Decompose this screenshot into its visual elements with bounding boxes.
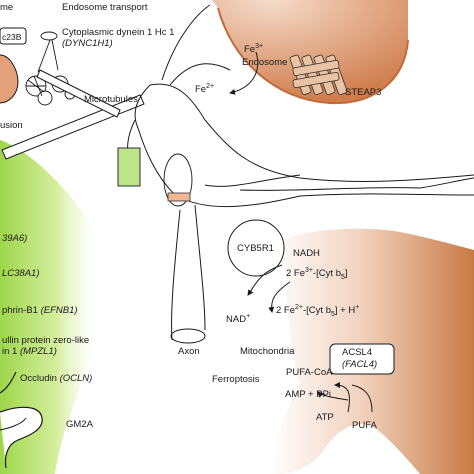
axon-label: Axon [178, 346, 200, 357]
vesicle-fragment [0, 54, 19, 104]
fe-reduction-arrow [229, 51, 259, 95]
fe2-label: Fe2+ [195, 82, 215, 95]
dynein-label: Cytoplasmic dynein 1 Hc 1 [62, 27, 175, 38]
acsl4-enzyme-box [329, 343, 395, 375]
cyt-b5-fe3-label: 2 Fe3+-[Cyt b5] [286, 266, 348, 281]
green-highlight-box [117, 147, 141, 187]
atp-label: ATP [316, 412, 334, 423]
top-left-label-fragment: me [0, 2, 14, 13]
gm2a-icon [0, 406, 43, 469]
endosome-transport-title: Endosome transport [62, 2, 148, 13]
steap3-transporter-icon [289, 54, 348, 95]
endosome-label: Endosome [242, 57, 288, 68]
amp-ppi-label: AMP + PPi [285, 389, 332, 400]
cyt-b5-fe2-label: 2 Fe2+-[Cyt b5] + H+ [276, 303, 360, 318]
slc38a1-label: LC38A1) [2, 268, 40, 279]
mitochondria-label: Mitochondria [240, 346, 295, 357]
cyb5r1-enzyme-circle [227, 219, 285, 277]
steap3-label: STEAP3 [345, 87, 382, 98]
facl4-label: (FACL4) [342, 359, 378, 370]
mpzl1-label-line2: in 1 (MPZL1) [2, 346, 57, 357]
ephrin-b1-label: phrin-B1 (EFNB1) [2, 305, 78, 316]
nadh-label: NADH [293, 248, 320, 259]
dynein-gene-label: (DYNC1H1) [62, 38, 113, 49]
microtubules-icon [1, 69, 145, 160]
endosome-body [212, 0, 408, 104]
ferroptosis-label: Ferroptosis [212, 374, 260, 385]
sec23b-label: c23B [2, 32, 22, 42]
slc39a6-label: 39A6) [2, 233, 28, 244]
pufa-label: PUFA [352, 420, 377, 431]
nad-label: NAD+ [226, 312, 251, 325]
green-cell-region [0, 140, 105, 474]
fusion-label: usion [0, 120, 23, 131]
acsl4-label: ACSL4 [342, 347, 373, 358]
pufa-coa-label: PUFA-CoA [286, 367, 333, 378]
fe3-label: Fe3+ [244, 42, 264, 55]
mpzl1-label-line1: ullin protein zero-like [2, 335, 90, 346]
gm2a-label: GM2A [66, 419, 93, 430]
microtubules-label: Microtubules [84, 94, 138, 105]
occludin-icon [0, 371, 17, 394]
cyb5r1-label: CYB5R1 [237, 243, 274, 254]
occludin-label: Occludin (OCLN) [20, 373, 93, 384]
axon-outline [127, 4, 474, 344]
